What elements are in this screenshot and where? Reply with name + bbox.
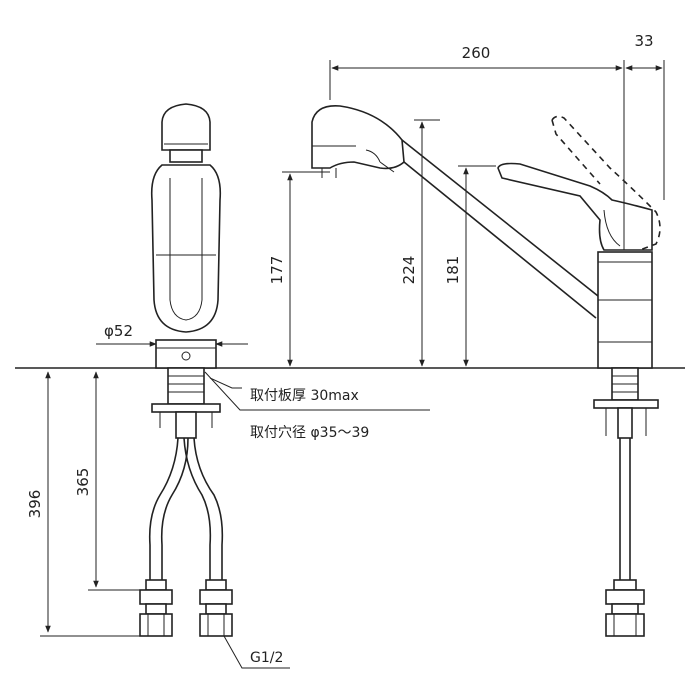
dim-height-224: 224 <box>400 256 418 285</box>
dim-height-365: 365 <box>74 468 92 497</box>
side-view-spout-arm <box>401 139 599 297</box>
front-view <box>139 103 233 637</box>
side-view-mounting-plate <box>593 399 659 409</box>
side-view-spout-head <box>311 105 405 170</box>
dim-width-260: 260 <box>462 44 491 62</box>
dim-height-177: 177 <box>268 256 286 285</box>
front-view-hose-right <box>183 437 212 580</box>
thread-leader <box>223 635 290 669</box>
dim-height-181: 181 <box>444 256 462 285</box>
dim-diameter-52: φ52 <box>104 322 133 340</box>
front-view-hose-left <box>148 437 179 580</box>
dim-width-33: 33 <box>634 32 653 50</box>
front-view-mounting-plate <box>151 403 221 413</box>
side-view-lever <box>497 162 653 251</box>
side-view-body <box>597 251 653 369</box>
dim-height-396: 396 <box>26 490 44 519</box>
plate-thickness-leader <box>204 371 430 411</box>
front-view-base <box>155 339 217 369</box>
note-thread: G1/2 <box>250 650 283 666</box>
note-plate-thickness: 取付板厚 30max <box>250 388 359 404</box>
side-view-lever-raised <box>551 115 661 251</box>
front-view-handle <box>150 164 222 333</box>
front-view-head <box>161 103 211 151</box>
note-hole-diameter: 取付穴径 φ35～39 <box>250 425 369 441</box>
side-view <box>311 105 661 637</box>
hole-diameter-leader <box>209 377 242 389</box>
